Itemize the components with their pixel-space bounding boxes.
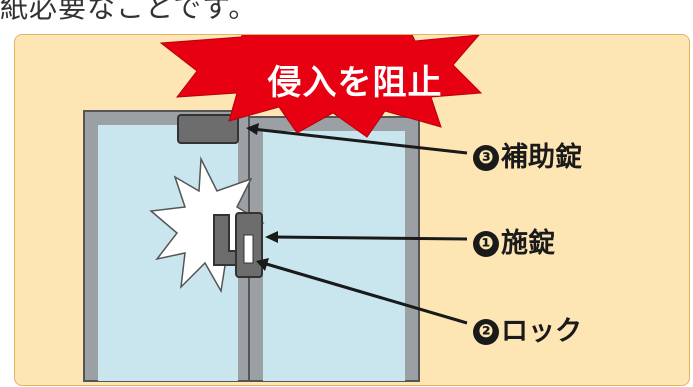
arrowhead-button — [256, 258, 269, 271]
lock-button — [243, 234, 254, 264]
leader-line-lock — [272, 235, 468, 241]
number-badge-2: ❷ — [473, 319, 499, 345]
label-lock-text: 施錠 — [501, 228, 555, 259]
impact-burst — [149, 156, 265, 294]
arrowhead-aux — [246, 123, 259, 135]
starburst-title: 侵入を阻止 — [267, 63, 443, 103]
top-text-line: 紙必要なことです。 — [0, 0, 258, 24]
red-starburst — [159, 35, 483, 138]
right-glass-pane — [263, 131, 405, 381]
number-badge-1: ❶ — [473, 231, 499, 257]
leader-line-aux — [252, 127, 468, 155]
number-badge-3: ❸ — [473, 145, 499, 171]
leader-line-button — [262, 261, 468, 325]
window-lock-diagram — [83, 35, 483, 382]
auxiliary-lock — [177, 114, 239, 144]
label-latch-text: ロック — [501, 316, 582, 347]
arrowhead-lock — [265, 231, 278, 243]
label-auxiliary-lock-text: 補助錠 — [501, 142, 582, 173]
